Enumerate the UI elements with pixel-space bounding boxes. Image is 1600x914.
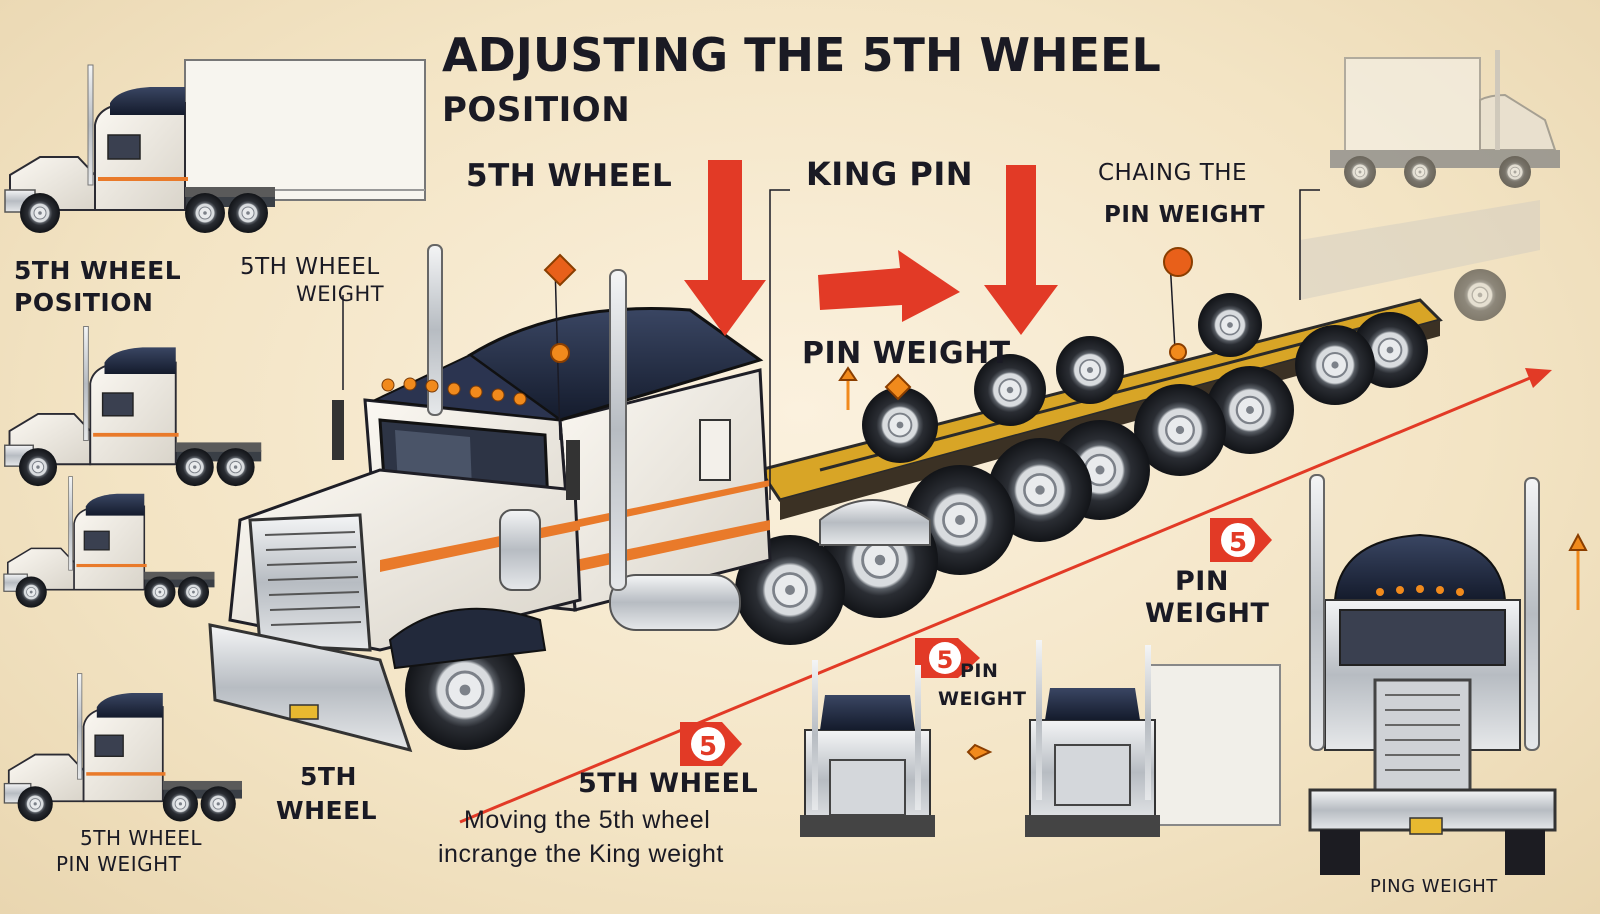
caption-moving-line-2: incrange the King weight bbox=[438, 840, 724, 868]
label-king-pin: KING PIN bbox=[806, 155, 974, 193]
front-view-truck-small bbox=[800, 660, 935, 837]
label-pin-weight-bottom-line-1: PIN bbox=[960, 660, 999, 682]
diagonal-arrow-line bbox=[459, 368, 1552, 824]
number-badge-icon: 5 bbox=[915, 638, 980, 678]
label-pin-weight-right-line-2: WEIGHT bbox=[1145, 598, 1270, 629]
faded-truck-top-right bbox=[1330, 50, 1560, 188]
label-chaing-line-2: PIN WEIGHT bbox=[1104, 202, 1266, 228]
label-left-bottom-line-1: 5TH WHEEL bbox=[80, 826, 203, 850]
badge-number: 5 bbox=[1229, 528, 1247, 558]
title-line-1: ADJUSTING THE 5TH WHEEL bbox=[442, 28, 1161, 82]
front-view-truck-with-trailer bbox=[1025, 640, 1281, 837]
label-pin-weight-bottom-line-2: WEIGHT bbox=[938, 688, 1027, 710]
title-line-2: POSITION bbox=[442, 90, 631, 130]
label-5th-wheel-weight-line-2: WEIGHT bbox=[296, 282, 385, 306]
badge-number: 5 bbox=[937, 646, 954, 674]
label-5th-wheel-position-line-2: POSITION bbox=[14, 288, 154, 317]
label-5th-wheel-caption: 5TH WHEEL bbox=[578, 768, 759, 799]
down-arrow-icon bbox=[684, 160, 766, 336]
tractor-side-4 bbox=[4, 674, 242, 822]
label-ping-weight: PING WEIGHT bbox=[1370, 876, 1498, 897]
trailer-chassis bbox=[757, 200, 1540, 575]
down-arrow-icon bbox=[984, 165, 1058, 335]
label-5th-wheel-bottom-line-2: WHEEL bbox=[276, 796, 378, 825]
label-pin-weight-right-line-1: PIN bbox=[1175, 566, 1229, 597]
main-tractor bbox=[208, 244, 938, 750]
label-5th-wheel-weight-line-1: 5TH WHEEL bbox=[240, 254, 380, 280]
diamond-marker-icon bbox=[543, 247, 1588, 761]
tractor-side-3 bbox=[4, 477, 215, 608]
truck-with-trailer-top-left bbox=[5, 59, 426, 233]
tractor-side-2 bbox=[5, 327, 262, 487]
right-arrow-icon bbox=[818, 250, 960, 322]
label-5th-wheel-position-line-1: 5TH WHEEL bbox=[14, 256, 182, 285]
badge-number: 5 bbox=[699, 732, 717, 762]
label-chaing-line-1: CHAING THE bbox=[1098, 160, 1248, 186]
number-badge-icon: 5 bbox=[1210, 518, 1272, 562]
number-badge-icon: 5 bbox=[680, 722, 742, 766]
label-5th-wheel-bottom-line-1: 5TH bbox=[300, 762, 357, 791]
label-5th-wheel-top: 5TH WHEEL bbox=[466, 158, 673, 194]
label-left-bottom-line-2: PIN WEIGHT bbox=[56, 852, 182, 876]
caption-moving-line-1: Moving the 5th wheel bbox=[464, 806, 711, 834]
label-pin-weight-center: PIN WEIGHT bbox=[802, 336, 1011, 371]
front-view-truck-large bbox=[1308, 474, 1557, 875]
